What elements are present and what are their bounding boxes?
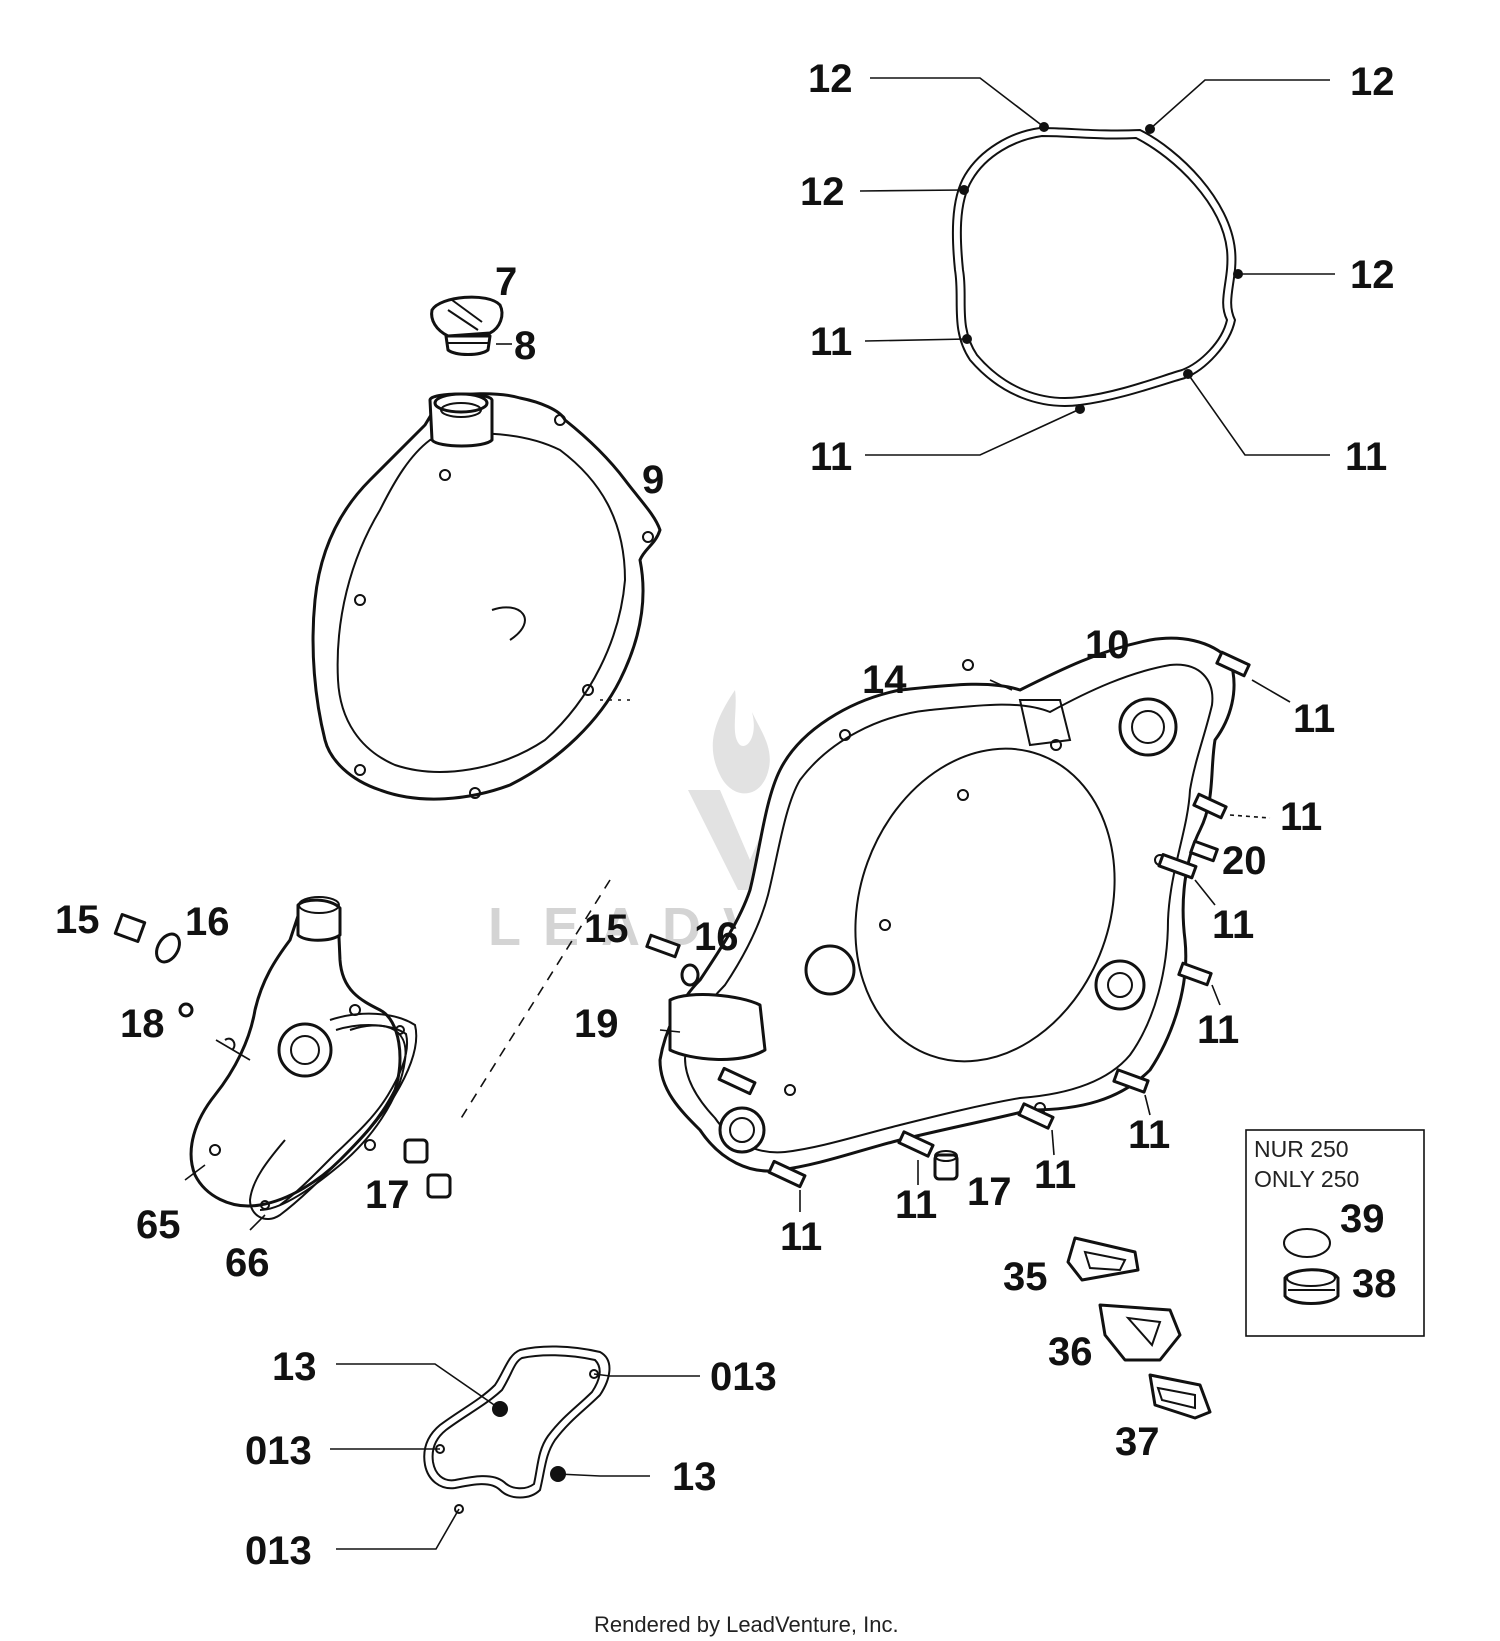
label-65: 65	[136, 1203, 181, 1247]
label-11: 11	[1197, 1008, 1239, 1052]
note-only-250: ONLY 250	[1254, 1166, 1359, 1192]
label-20: 20	[1222, 839, 1267, 883]
label-12: 12	[1350, 253, 1395, 297]
label-17: 17	[967, 1170, 1012, 1214]
label-16: 16	[694, 915, 739, 959]
label-10: 10	[1085, 623, 1130, 667]
water-pump-gasket	[248, 1012, 418, 1220]
label-11: 11	[1034, 1153, 1076, 1197]
label-8: 8	[514, 324, 536, 368]
label-11: 11	[1280, 795, 1322, 839]
clutch-cover	[311, 392, 662, 801]
label-9: 9	[642, 458, 664, 502]
label-66: 66	[225, 1241, 270, 1285]
label-13: 13	[272, 1345, 317, 1389]
footer-credit: Rendered by LeadVenture, Inc.	[594, 1612, 899, 1637]
variant-note-box	[1245, 1129, 1425, 1337]
bolts	[645, 650, 1291, 1212]
label-11: 11	[895, 1183, 937, 1227]
label-18: 18	[120, 1002, 165, 1046]
label-11: 11	[1293, 697, 1335, 741]
label-11: 11	[1345, 435, 1387, 479]
label-11: 11	[810, 320, 852, 364]
label-11: 11	[1128, 1113, 1170, 1157]
water-pump-small-parts	[113, 912, 452, 1231]
label-19: 19	[574, 1002, 619, 1046]
label-11: 11	[1212, 903, 1254, 947]
label-37: 37	[1115, 1420, 1160, 1464]
ignition-cover	[658, 636, 1236, 1173]
label-14: 14	[862, 658, 907, 702]
label-12: 12	[1350, 60, 1395, 104]
label-16: 16	[185, 900, 230, 944]
label-12: 12	[800, 170, 845, 214]
label-15: 15	[584, 907, 629, 951]
label-7: 7	[495, 260, 517, 304]
label-39: 39	[1340, 1197, 1385, 1241]
clutch-cover-gasket	[859, 77, 1335, 456]
label-13: 13	[672, 1455, 717, 1499]
water-pump-cover	[189, 896, 407, 1211]
label-013: 013	[245, 1429, 312, 1473]
label-35: 35	[1003, 1255, 1048, 1299]
label-11: 11	[810, 435, 852, 479]
assembly-lines	[459, 699, 635, 1121]
label-12: 12	[808, 57, 853, 101]
label-11: 11	[780, 1215, 822, 1259]
water-pump-cover-gasket	[330, 1345, 700, 1550]
oil-filler-plug	[430, 295, 512, 356]
label-013: 013	[710, 1355, 777, 1399]
label-013: 013	[245, 1529, 312, 1573]
label-17: 17	[365, 1173, 410, 1217]
label-36: 36	[1048, 1330, 1093, 1374]
note-nur-250: NUR 250	[1254, 1136, 1349, 1162]
label-15: 15	[55, 898, 100, 942]
seal-plugs	[1066, 1236, 1212, 1420]
label-38: 38	[1352, 1262, 1397, 1306]
